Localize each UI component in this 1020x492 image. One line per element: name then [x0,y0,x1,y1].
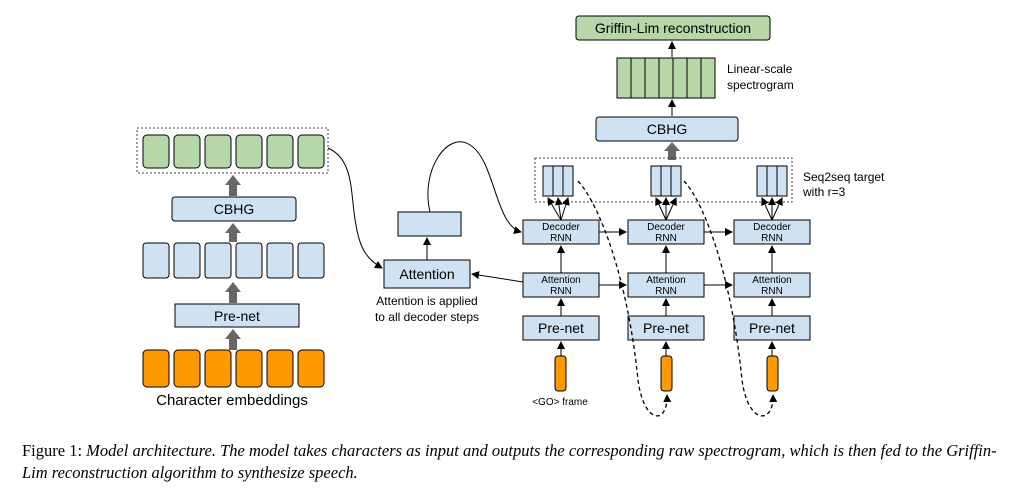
decoder-prenet-2: Pre-net [627,315,705,341]
svg-text:Decoder: Decoder [542,222,580,233]
curve-context-to-decoder [427,141,522,235]
fan-arrows-3 [761,197,783,221]
curve-encoder-to-attention [327,147,383,269]
thick-arrow-cbhg-to-outputs [225,175,241,196]
character-embedding-boxes [142,349,325,388]
character-embeddings-label: Character embeddings [156,392,308,409]
fan-arrows-1 [547,197,570,221]
decoder-input-2 [660,355,673,392]
cbhg-top-box: CBHG [595,116,739,142]
spectrogram-label: spectrogram [727,78,794,92]
decoder-rnn-3: Decoder RNN [733,219,811,245]
svg-text:RNN: RNN [655,286,677,297]
attention-rnn-1: Attention RNN [522,272,600,298]
attention-label: Attention [399,266,454,282]
svg-text:RNN: RNN [550,233,572,244]
output-frames-3 [756,165,788,197]
decoder-input-3 [766,355,779,392]
feedback-loop-1 [577,180,672,417]
decoder-rnn-2: Decoder RNN [627,219,705,245]
thick-arrow-seq2seq-to-cbhg [664,142,680,160]
decoder-rnn-1: Decoder RNN [522,219,600,245]
attention-note-line1: Attention is applied [376,294,477,308]
svg-text:RNN: RNN [761,286,783,297]
encoder-outputs [142,134,325,169]
svg-text:Attention: Attention [541,275,580,286]
attention-rnn-3: Attention RNN [733,272,811,298]
svg-text:RNN: RNN [550,286,572,297]
svg-text:Attention: Attention [752,275,791,286]
decoder-prenet-3: Pre-net [733,315,811,341]
fan-arrows-2 [655,197,677,221]
architecture-diagram: Griffin-Lim reconstruction Linear-scale … [136,15,885,417]
feedback-loop-2 [683,180,778,417]
encoder-output-group [136,127,329,174]
cbhg-top-label: CBHG [647,121,687,137]
svg-text:Decoder: Decoder [753,222,791,233]
attention-note-line2: to all decoder steps [375,310,479,324]
thick-arrow-embeddings-to-prenet [225,329,241,350]
seq2seq-r3-label: with r=3 [802,185,846,199]
prenet-output-features [142,242,325,279]
cbhg-left-box: CBHG [171,196,297,222]
linear-scale-label: Linear-scale [727,62,793,76]
svg-text:RNN: RNN [761,233,783,244]
figure-caption: Figure 1: Model architecture. The model … [22,440,1012,484]
attention-context-box [397,211,462,237]
prenet-left-label: Pre-net [214,308,260,324]
seq2seq-target-label: Seq2seq target [803,170,885,184]
svg-text:Pre-net: Pre-net [749,320,795,336]
svg-text:Decoder: Decoder [647,222,685,233]
svg-text:Attention: Attention [646,275,685,286]
go-frame-label: <GO> frame [532,397,588,408]
griffin-lim-box: Griffin-Lim reconstruction [575,15,771,41]
arrow-attnrnn-to-attention [471,271,524,283]
output-frames-2 [650,165,682,197]
figure-caption-text: Model architecture. The model takes char… [22,441,997,482]
svg-text:Pre-net: Pre-net [538,320,584,336]
griffin-lim-label: Griffin-Lim reconstruction [595,20,751,36]
decoder-prenet-1: Pre-net [522,315,600,341]
output-frames-1 [542,165,574,197]
figure-label: Figure 1: [22,441,83,460]
svg-text:Pre-net: Pre-net [643,320,689,336]
prenet-left-box: Pre-net [174,303,300,328]
thick-arrow-features-to-cbhg [225,223,241,242]
svg-text:RNN: RNN [655,233,677,244]
attention-rnn-2: Attention RNN [627,272,705,298]
linear-spectrogram [616,57,716,99]
go-frame-input [554,355,567,392]
attention-box: Attention [383,259,471,289]
thick-arrow-prenet-to-features [225,282,241,303]
cbhg-left-label: CBHG [214,201,254,217]
